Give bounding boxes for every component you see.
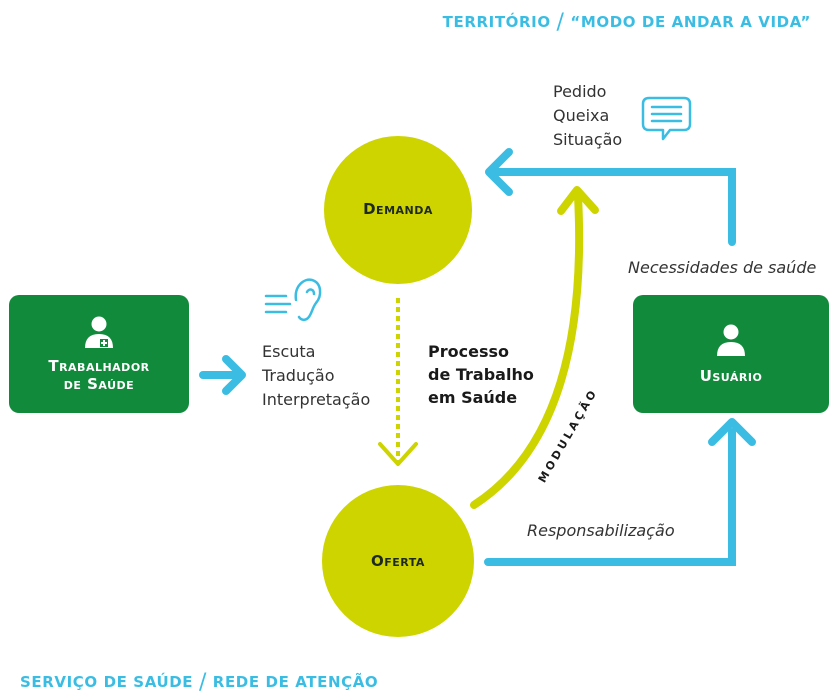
listening-item: Escuta — [262, 342, 316, 361]
needs-arrowhead — [485, 148, 513, 196]
health-worker-icon — [85, 316, 113, 348]
listening-item: Tradução — [262, 366, 335, 385]
title-health-service-label: SERVIÇO DE SAÚDE — [20, 673, 194, 691]
process-line: de Trabalho — [428, 365, 534, 384]
process-arrowhead — [378, 442, 418, 466]
offer-label: Oferta — [371, 552, 425, 570]
request-list: Pedido Queixa Situação — [553, 80, 622, 152]
request-item: Pedido — [553, 82, 607, 101]
title-care-network-label: REDE DE ATENÇÃO — [212, 673, 379, 691]
worker-arrowhead — [222, 355, 246, 395]
worker-node: Trabalhador de Saúde — [9, 295, 189, 413]
needs-label: Necessidades de saúde — [628, 258, 817, 277]
modulation-curve — [470, 192, 584, 509]
title-separator: / — [556, 10, 565, 35]
listening-item: Interpretação — [262, 390, 371, 409]
title-health-service: SERVIÇO DE SAÚDE / REDE DE ATENÇÃO — [20, 670, 378, 695]
process-line: Processo — [428, 342, 509, 361]
worker-label-line1: Trabalhador — [48, 357, 150, 375]
user-label: Usuário — [700, 367, 763, 385]
title-territory-label: TERRITÓRIO — [442, 13, 551, 31]
speech-bubble-icon — [641, 96, 692, 141]
process-label: Processo de Trabalho em Saúde — [428, 340, 534, 409]
process-line: em Saúde — [428, 388, 518, 407]
responsibility-label: Responsabilização — [527, 521, 675, 540]
request-item: Queixa — [553, 106, 610, 125]
user-icon — [717, 324, 745, 356]
ear-icon — [264, 278, 322, 322]
worker-label-line2: de Saúde — [63, 375, 135, 393]
listening-list: Escuta Tradução Interpretação — [262, 340, 370, 412]
needs-connector — [494, 168, 736, 246]
offer-circle — [322, 485, 474, 637]
worker-label: Trabalhador de Saúde — [48, 357, 149, 393]
title-separator: / — [198, 670, 207, 695]
title-way-of-life-label: “MODO DE ANDAR A VIDA” — [570, 13, 811, 31]
responsibility-arrowhead — [708, 418, 756, 446]
title-territory: TERRITÓRIO / “MODO DE ANDAR A VIDA” — [443, 10, 811, 35]
demand-label: Demanda — [363, 200, 433, 218]
responsibility-connector — [484, 428, 736, 566]
demand-circle — [324, 136, 472, 284]
user-label-text: Usuário — [699, 367, 763, 385]
modulation-arrowhead — [557, 186, 599, 215]
request-item: Situação — [553, 130, 623, 149]
user-node: Usuário — [633, 295, 829, 413]
